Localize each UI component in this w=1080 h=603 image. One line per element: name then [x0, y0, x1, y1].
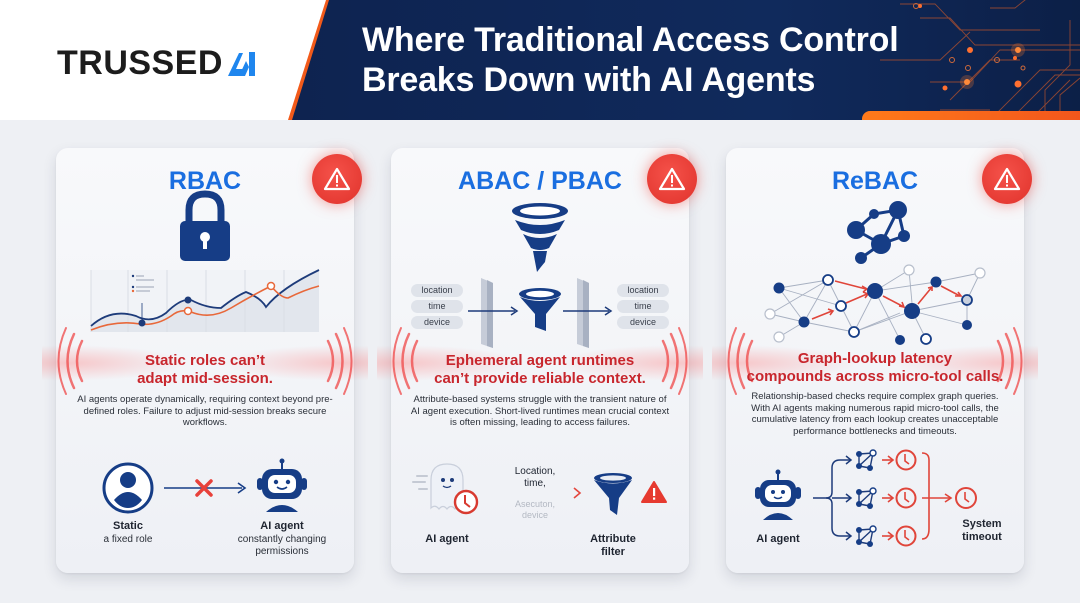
- flow-right-sub-line-2: permissions: [255, 546, 309, 557]
- card-rebac: ReBAC: [712, 148, 1038, 573]
- card-abac-pbac: ABAC / PBAC: [377, 148, 703, 573]
- headline-line-2: compounds across micro-tool calls.: [746, 368, 1004, 385]
- header: TRUSSED: [0, 0, 1080, 120]
- logo-text: TRUSSED: [57, 44, 223, 82]
- card-title: ReBAC: [831, 167, 919, 195]
- card-headline: Graph-lookup latency compounds across mi…: [726, 350, 1024, 386]
- attribute-pill-in: device: [411, 316, 463, 329]
- flow-right-label-line-2: filter: [601, 546, 625, 558]
- rbac-illustration: [90, 190, 320, 514]
- line-chart-icon: [90, 269, 320, 332]
- attribute-pill-out: device: [617, 316, 669, 329]
- flow-right-sub: constantly changing permissions: [222, 534, 342, 558]
- attribute-pill-out: location: [617, 284, 669, 297]
- funnel-icon: [512, 203, 568, 272]
- attribute-pill-in: location: [411, 284, 463, 297]
- header-orange-bar: [862, 111, 1080, 120]
- robot-icon: [755, 469, 801, 520]
- logo: TRUSSED: [57, 44, 261, 83]
- small-funnel-icon: [519, 288, 561, 331]
- card-title: RBAC: [168, 167, 242, 195]
- flow-right-label-line-1: Attribute: [590, 533, 636, 545]
- rebac-illustration: [755, 201, 986, 547]
- flow-left-label: AI agent: [425, 533, 469, 545]
- flow-right-label-line-1: System: [962, 518, 1002, 530]
- padlock-icon: [180, 190, 230, 261]
- card-title: ABAC / PBAC: [458, 167, 622, 195]
- attribute-funnel-icon: [594, 473, 632, 515]
- card-headline: Ephemeral agent runtimes can’t provide r…: [391, 352, 689, 388]
- logo-mark-icon: [227, 51, 255, 76]
- arrow-label-line-1: Location,: [514, 466, 556, 477]
- alert-waves-right-icon: [996, 327, 1023, 395]
- title-line-2: Breaks Down with AI Agents: [362, 61, 816, 99]
- flow-left-label: Static: [113, 520, 143, 532]
- card-headline: Static roles can’t adapt mid-session.: [56, 352, 354, 388]
- alert-waves-right-icon: [661, 327, 688, 395]
- card-rbac: RBAC: [42, 148, 368, 573]
- warning-triangle-icon: [993, 167, 1021, 191]
- title-banner: [292, 0, 1080, 120]
- page-title: Where Traditional Access Control Breaks …: [362, 20, 899, 100]
- mini-graph-icons: [856, 449, 877, 547]
- warning-badge: [647, 154, 697, 204]
- person-icon: [102, 462, 154, 514]
- headline-line-2: adapt mid-session.: [137, 370, 273, 387]
- ghost-agent-icon: [412, 463, 479, 515]
- abac-illustration: [412, 203, 667, 515]
- faded-arrow-label: Asecuton, device: [495, 499, 575, 521]
- warning-triangle-icon: [323, 167, 351, 191]
- attribute-pill-in: time: [411, 300, 463, 313]
- faded-label-line-1: Asecuton,: [514, 499, 556, 509]
- warning-triangle-icon: [641, 481, 667, 503]
- warning-triangle-icon: [658, 167, 686, 191]
- arrow-label-line-2: time,: [524, 478, 546, 489]
- headline-line-1: Ephemeral agent runtimes: [445, 352, 635, 369]
- card-description: Relationship-based checks require comple…: [751, 391, 999, 437]
- arrow-label: Location, time,: [495, 466, 575, 490]
- attribute-pill-out: time: [617, 300, 669, 313]
- headline-line-2: can’t provide reliable context.: [434, 370, 646, 387]
- blocked-x-icon: [195, 479, 213, 497]
- card-description: AI agents operate dynamically, requiring…: [77, 394, 333, 428]
- flow-left-sub: a fixed role: [103, 534, 153, 545]
- flow-right-label: AI agent: [260, 520, 304, 532]
- faded-label-line-2: device: [521, 510, 548, 520]
- flow-right-label: Attribute filter: [573, 533, 653, 559]
- alert-waves-left-icon: [57, 327, 84, 395]
- headline-line-1: Graph-lookup latency: [797, 350, 953, 367]
- circuit-decoration-icon: [880, 0, 1080, 120]
- flow-right-sub-line-1: constantly changing: [237, 534, 327, 545]
- alert-waves-right-icon: [326, 327, 353, 395]
- warning-badge: [982, 154, 1032, 204]
- alert-waves-left-icon: [727, 327, 754, 395]
- card-description: Attribute-based systems struggle with th…: [410, 394, 670, 428]
- headline-line-1: Static roles can’t: [144, 352, 266, 369]
- graph-network-icon: [847, 201, 910, 264]
- robot-icon: [257, 458, 307, 512]
- title-line-1: Where Traditional Access Control: [362, 21, 899, 59]
- flow-right-label-line-2: timeout: [962, 531, 1002, 543]
- flow-left-label: AI agent: [756, 533, 800, 545]
- flow-right-label: System timeout: [942, 518, 1022, 544]
- warning-badge: [312, 154, 362, 204]
- alert-waves-left-icon: [392, 327, 419, 395]
- clock-icons: [882, 449, 977, 547]
